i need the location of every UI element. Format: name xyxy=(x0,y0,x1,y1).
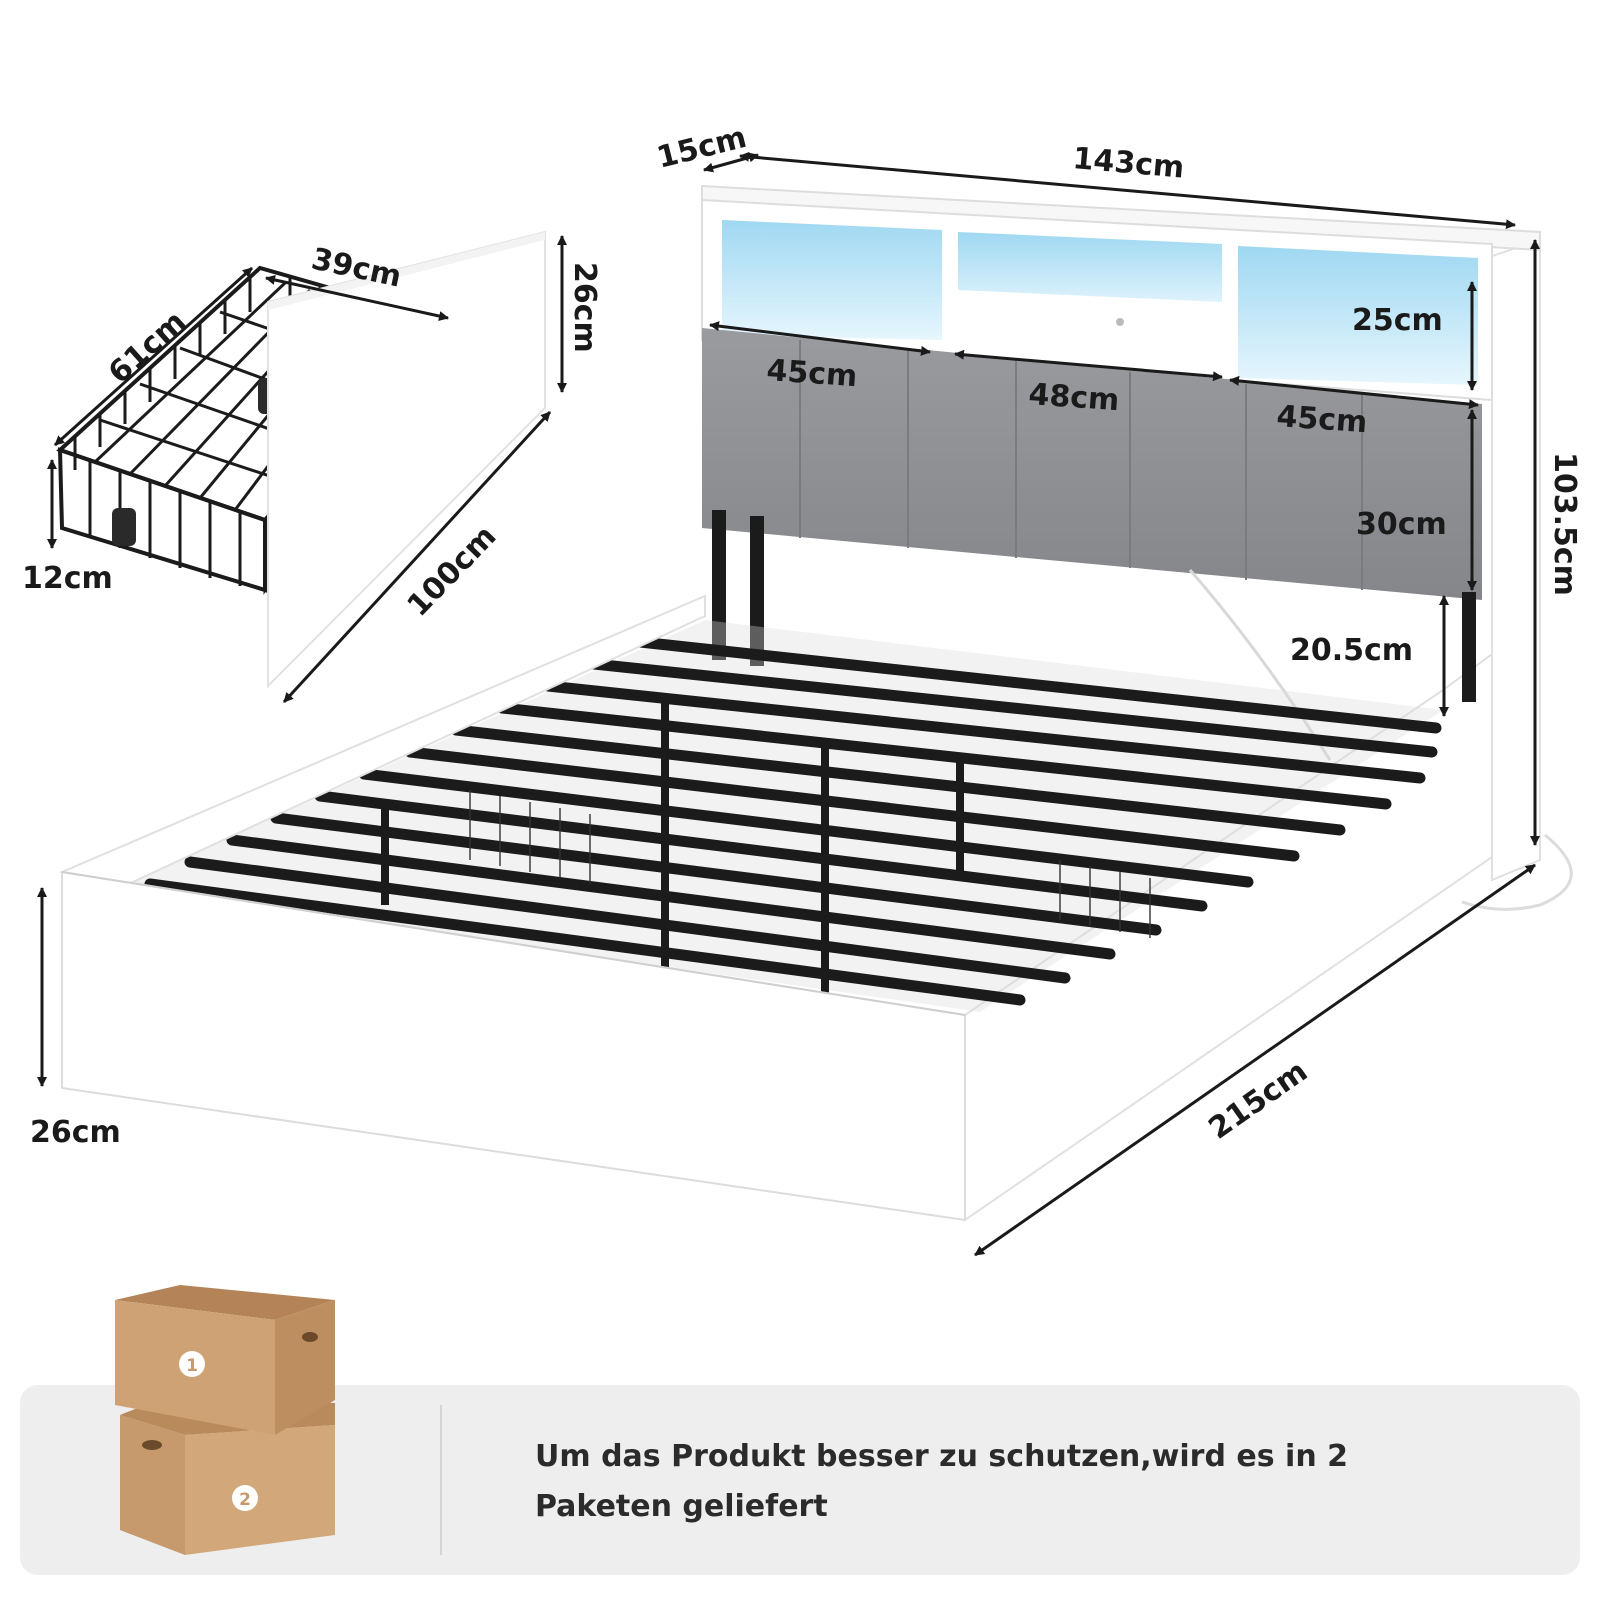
delivery-note: Um das Produkt besser zu schutzen,wird e… xyxy=(535,1439,1349,1524)
shelf-right xyxy=(1238,246,1478,385)
dim-headboard-width: 143cm xyxy=(1071,141,1185,186)
drawer-dimension-lines xyxy=(47,235,567,704)
dim-panel-middle: 48cm xyxy=(1027,377,1120,418)
dim-drawer-front-height: 26cm xyxy=(567,262,602,353)
dim-panel-left: 45cm xyxy=(765,353,858,394)
dim-shelf-depth: 15cm xyxy=(653,120,750,176)
info-divider xyxy=(440,1405,442,1555)
drawer-illustration xyxy=(56,230,546,689)
dim-shelf-height: 25cm xyxy=(1352,303,1443,338)
dim-leg-clearance: 20.5cm xyxy=(1290,633,1413,668)
dim-drawer-height: 12cm xyxy=(22,561,113,596)
dim-panel-height: 30cm xyxy=(1356,507,1447,542)
bed-dimension-lines xyxy=(37,151,1540,1257)
shelf-left xyxy=(722,220,942,340)
shelf-middle xyxy=(958,232,1222,312)
dim-frame-height: 26cm xyxy=(30,1115,121,1150)
dim-headboard-height: 103.5cm xyxy=(1547,452,1582,596)
package-number-1: 1 xyxy=(186,1356,198,1376)
dim-frame-length: 215cm xyxy=(1203,1054,1315,1147)
dim-drawer-depth: 61cm xyxy=(102,304,193,391)
slats xyxy=(144,636,1442,1006)
dim-panel-right: 45cm xyxy=(1275,399,1368,440)
package-box-1: 1 xyxy=(115,1285,335,1435)
package-number-2: 2 xyxy=(239,1490,251,1510)
package-boxes: 2 1 xyxy=(115,1285,335,1555)
